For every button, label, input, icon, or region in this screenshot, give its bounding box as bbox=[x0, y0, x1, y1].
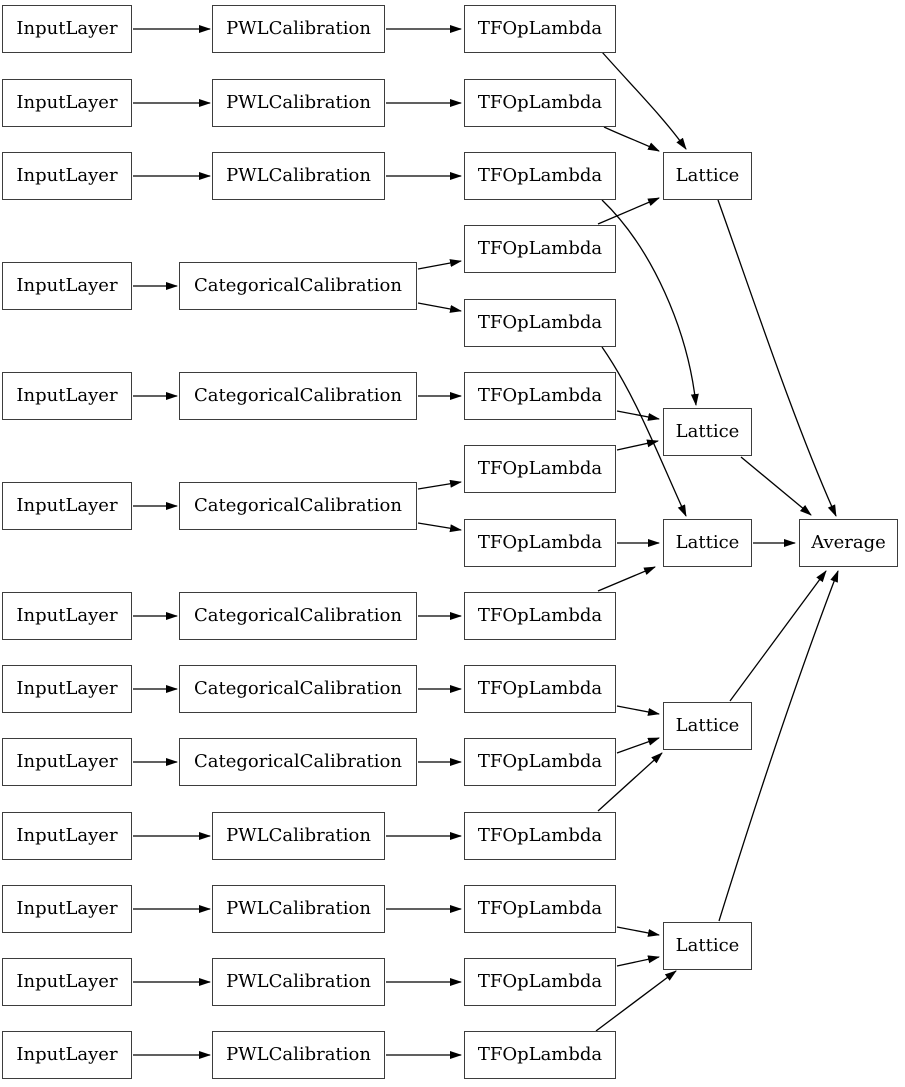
node-categorical-calibration: CategoricalCalibration bbox=[179, 738, 417, 786]
node-tfop-lambda: TFOpLambda bbox=[464, 738, 616, 786]
edge-cat3-to-tfop8 bbox=[417, 522, 462, 533]
node-categorical-calibration: CategoricalCalibration bbox=[179, 372, 417, 420]
node-input-layer: InputLayer bbox=[2, 738, 132, 786]
edge-tfop1-to-lat1 bbox=[601, 51, 687, 150]
edges-group bbox=[133, 25, 839, 1059]
edge-tfop6-to-lat2 bbox=[616, 410, 660, 421]
edge-lat2-to-avg bbox=[740, 456, 812, 516]
node-input-layer: InputLayer bbox=[2, 1031, 132, 1079]
node-lattice: Lattice bbox=[663, 519, 752, 567]
node-tfop-lambda: TFOpLambda bbox=[464, 225, 616, 273]
node-input-layer: InputLayer bbox=[2, 79, 132, 127]
edge-tfop9-to-lat3 bbox=[597, 566, 656, 592]
node-input-layer: InputLayer bbox=[2, 885, 132, 933]
node-input-layer: InputLayer bbox=[2, 592, 132, 640]
node-lattice: Lattice bbox=[663, 922, 752, 970]
node-tfop-lambda: TFOpLambda bbox=[464, 592, 616, 640]
node-input-layer: InputLayer bbox=[2, 152, 132, 200]
node-lattice: Lattice bbox=[663, 152, 752, 200]
node-tfop-lambda: TFOpLambda bbox=[464, 812, 616, 860]
edge-cat1-to-tfop5 bbox=[417, 302, 462, 313]
node-input-layer: InputLayer bbox=[2, 482, 132, 530]
edge-tfop12-to-lat4 bbox=[597, 752, 663, 812]
node-categorical-calibration: CategoricalCalibration bbox=[179, 482, 417, 530]
node-tfop-lambda: TFOpLambda bbox=[464, 372, 616, 420]
node-tfop-lambda: TFOpLambda bbox=[464, 885, 616, 933]
node-input-layer: InputLayer bbox=[2, 262, 132, 310]
node-lattice: Lattice bbox=[663, 702, 752, 750]
edge-tfop15-to-lat5 bbox=[595, 970, 677, 1032]
edge-tfop4-to-lat1 bbox=[597, 197, 660, 225]
node-input-layer: InputLayer bbox=[2, 812, 132, 860]
edge-tfop13-to-lat5 bbox=[616, 926, 660, 937]
node-input-layer: InputLayer bbox=[2, 5, 132, 53]
node-tfop-lambda: TFOpLambda bbox=[464, 79, 616, 127]
node-input-layer: InputLayer bbox=[2, 372, 132, 420]
node-tfop-lambda: TFOpLambda bbox=[464, 519, 616, 567]
node-pwl-calibration: PWLCalibration bbox=[212, 5, 385, 53]
node-pwl-calibration: PWLCalibration bbox=[212, 1031, 385, 1079]
edge-tfop5-to-lat3 bbox=[601, 346, 687, 517]
node-input-layer: InputLayer bbox=[2, 958, 132, 1006]
edge-tfop2-to-lat1 bbox=[603, 126, 660, 152]
node-categorical-calibration: CategoricalCalibration bbox=[179, 665, 417, 713]
node-tfop-lambda: TFOpLambda bbox=[464, 665, 616, 713]
node-input-layer: InputLayer bbox=[2, 665, 132, 713]
edge-tfop14-to-lat5 bbox=[616, 955, 660, 967]
edge-lat5-to-avg bbox=[718, 570, 839, 922]
edge-cat1-to-tfop4 bbox=[417, 259, 462, 270]
node-tfop-lambda: TFOpLambda bbox=[464, 445, 616, 493]
edge-cat3-to-tfop7 bbox=[417, 479, 462, 490]
node-average: Average bbox=[799, 519, 898, 567]
node-categorical-calibration: CategoricalCalibration bbox=[179, 592, 417, 640]
node-pwl-calibration: PWLCalibration bbox=[212, 812, 385, 860]
edge-lat4-to-avg bbox=[729, 570, 827, 702]
edge-tfop7-to-lat2 bbox=[616, 439, 659, 451]
node-pwl-calibration: PWLCalibration bbox=[212, 885, 385, 933]
node-tfop-lambda: TFOpLambda bbox=[464, 1031, 616, 1079]
node-pwl-calibration: PWLCalibration bbox=[212, 958, 385, 1006]
edge-tfop11-to-lat4 bbox=[616, 737, 660, 754]
edge-lat1-to-avg bbox=[717, 199, 837, 517]
node-lattice: Lattice bbox=[663, 408, 752, 456]
node-tfop-lambda: TFOpLambda bbox=[464, 152, 616, 200]
node-categorical-calibration: CategoricalCalibration bbox=[179, 262, 417, 310]
node-pwl-calibration: PWLCalibration bbox=[212, 79, 385, 127]
edge-tfop3-to-lat2 bbox=[601, 199, 699, 406]
edge-tfop10-to-lat4 bbox=[616, 705, 660, 716]
node-pwl-calibration: PWLCalibration bbox=[212, 152, 385, 200]
node-tfop-lambda: TFOpLambda bbox=[464, 5, 616, 53]
node-tfop-lambda: TFOpLambda bbox=[464, 299, 616, 347]
node-tfop-lambda: TFOpLambda bbox=[464, 958, 616, 1006]
